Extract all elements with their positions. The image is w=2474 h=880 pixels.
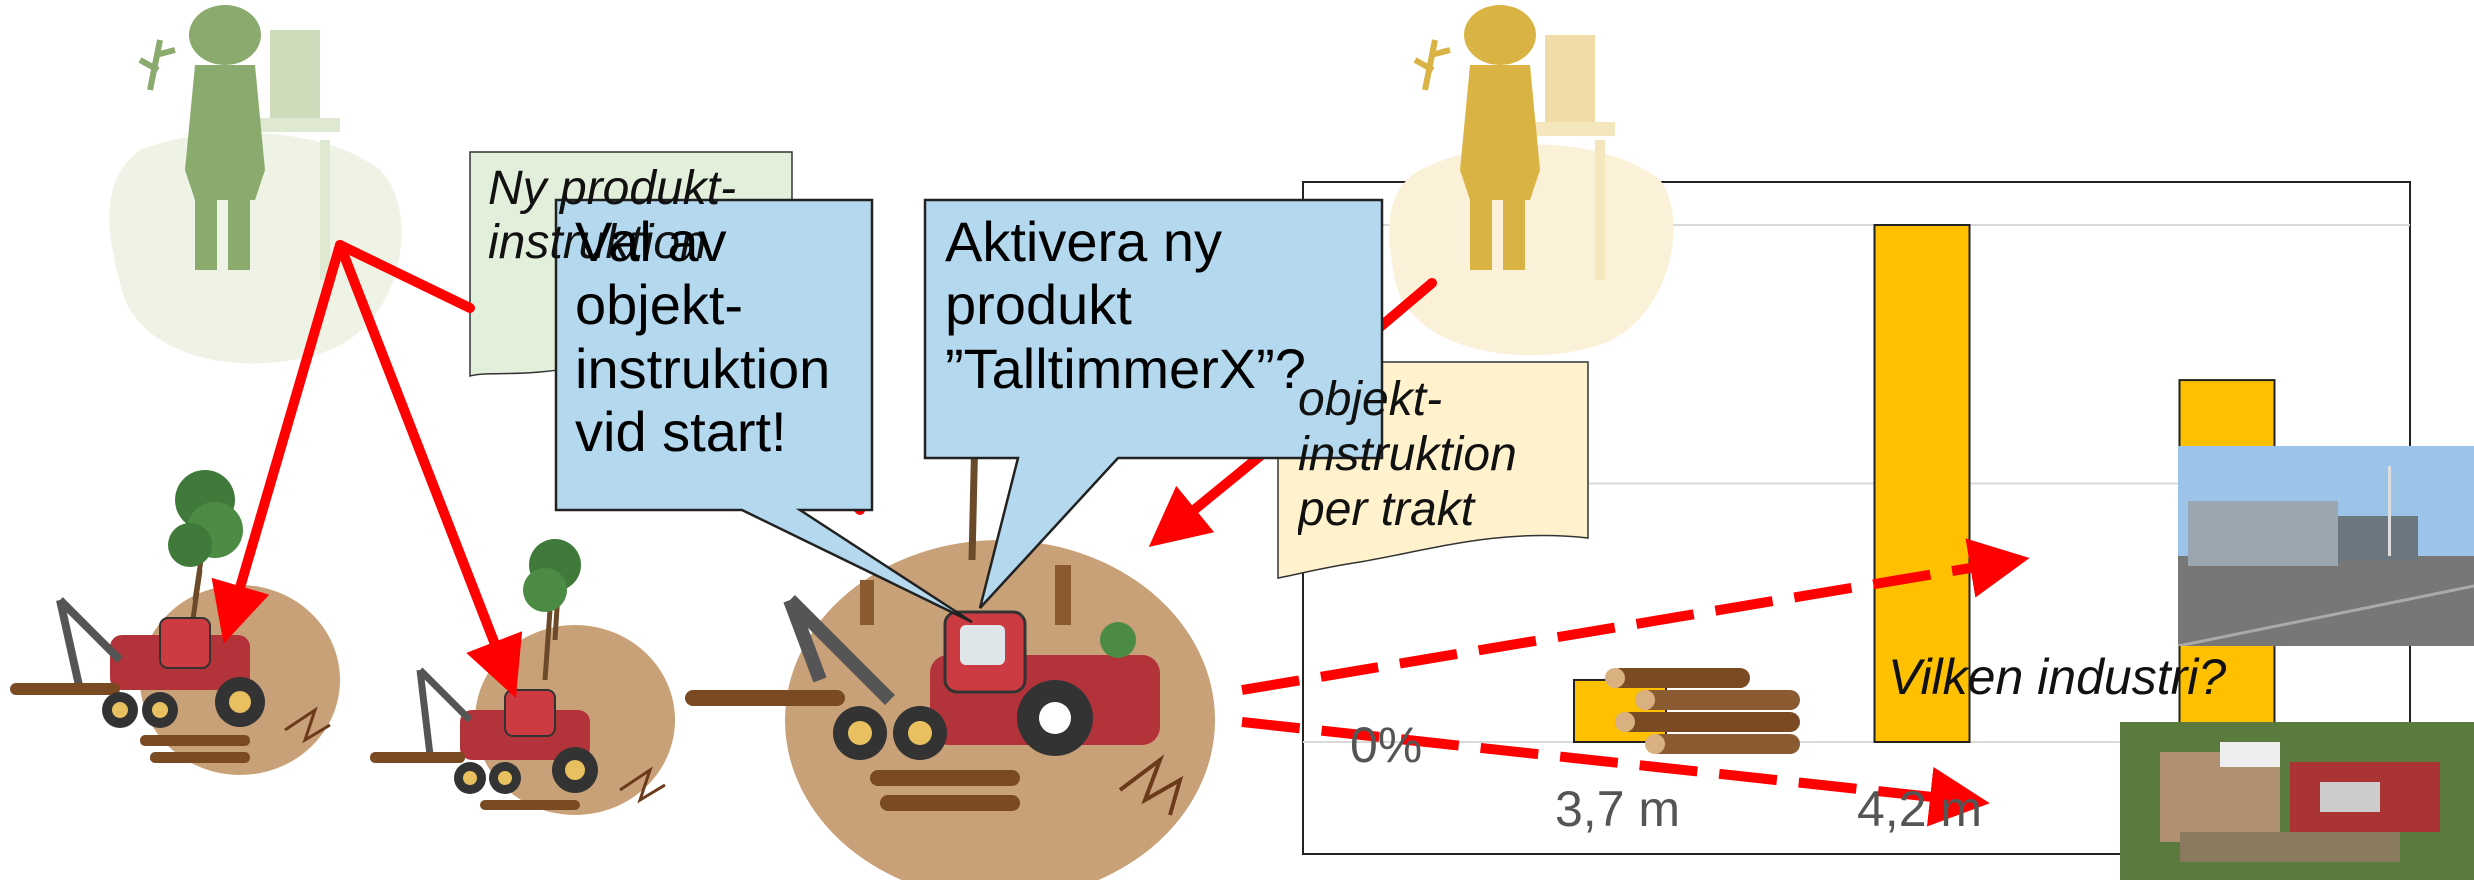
chart-bar xyxy=(1573,678,1667,744)
selection-bubble-text: Val av objekt- instruktion vid start! xyxy=(575,210,831,463)
harvester-icon xyxy=(685,429,1215,880)
chart-bar xyxy=(1873,224,1971,743)
activate-speech-bubble xyxy=(923,198,1384,609)
harvester-icon xyxy=(370,539,675,815)
industry-question: Vilken industri? xyxy=(1888,649,2227,705)
log-pile-icon xyxy=(1605,668,1800,754)
planner-person-yellow-icon xyxy=(1389,5,1674,356)
new-product-note-text: Ny produkt- instruktion xyxy=(488,162,737,269)
industry-aerial-photo xyxy=(2120,722,2474,880)
chart-y-axis-label: 0% xyxy=(1350,717,1423,773)
object-per-tract-note-text: objekt- instruktion per trakt xyxy=(1298,373,1517,537)
harvester-icon xyxy=(10,470,340,775)
delivery-arrows xyxy=(1241,538,2030,827)
sawmill-photo xyxy=(2178,446,2474,646)
activate-bubble-text: Aktivera ny produkt ”TalltimmerX”? xyxy=(945,210,1306,400)
chart-x-tick-label: 3,7 m xyxy=(1555,781,1681,837)
chart-x-tick-label: 4,2 m xyxy=(1857,781,1983,837)
selection-speech-bubble xyxy=(554,198,973,624)
planner-person-green-icon xyxy=(109,5,402,364)
